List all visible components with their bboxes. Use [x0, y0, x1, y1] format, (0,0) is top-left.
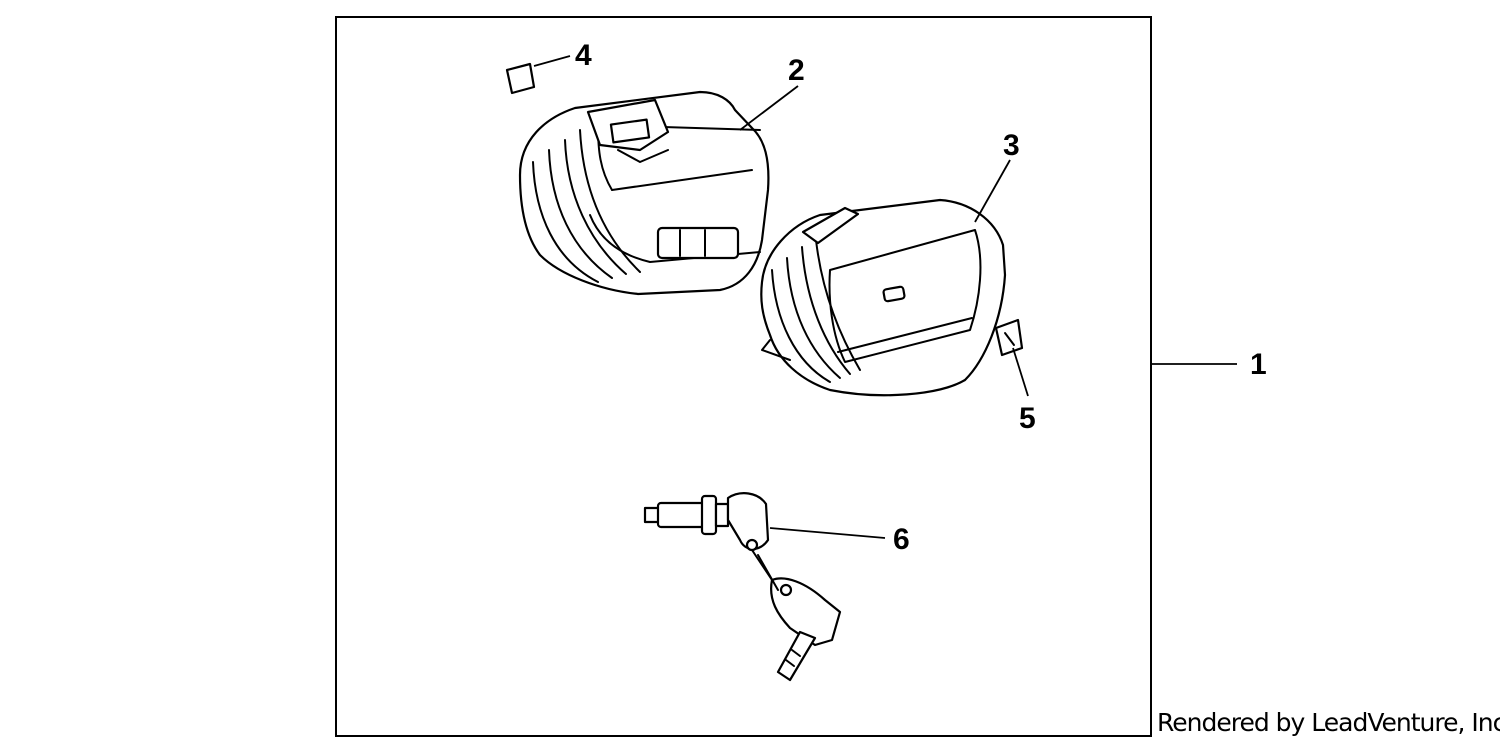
leader-line-3	[974, 159, 1011, 223]
callout-4: 4	[575, 39, 592, 72]
left-saddlebag-illustration	[518, 90, 770, 296]
callout-6: 6	[893, 523, 910, 556]
leader-line-4	[533, 55, 571, 67]
callout-3: 3	[1003, 129, 1020, 162]
lock-and-key-illustration	[643, 492, 842, 682]
right-saddlebag-illustration	[760, 198, 1007, 397]
leader-line-5	[1012, 347, 1029, 397]
diagram-frame	[335, 16, 1152, 737]
callout-5: 5	[1019, 402, 1036, 435]
render-credit: Rendered by LeadVenture, Inc.	[1157, 708, 1500, 737]
leader-line-6	[769, 527, 886, 539]
callout-1: 1	[1250, 348, 1267, 381]
left-emblem-illustration	[505, 62, 536, 95]
leader-line-2	[739, 85, 799, 131]
callout-2: 2	[788, 54, 805, 87]
